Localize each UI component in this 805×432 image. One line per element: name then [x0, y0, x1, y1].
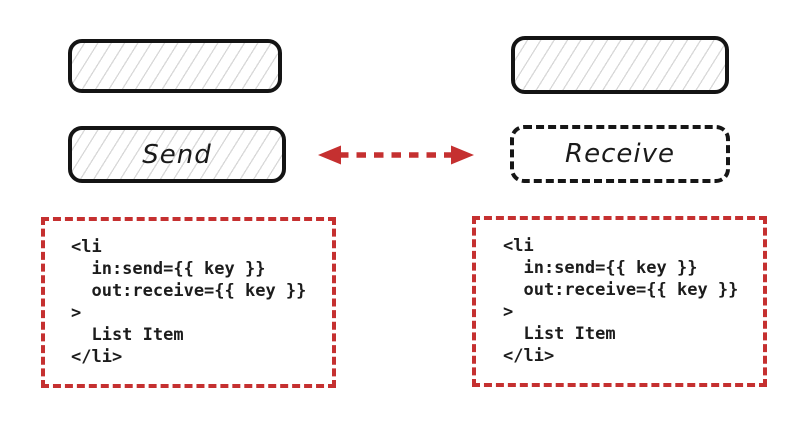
placeholder-box-left [68, 39, 282, 93]
receive-label: Receive [565, 139, 675, 169]
receive-box: Receive [510, 125, 730, 183]
arrow-head-right-icon [451, 145, 474, 165]
code-text-right: <li in:send={{ key }} out:receive={{ key… [503, 236, 739, 366]
placeholder-box-right [511, 36, 729, 94]
arrow-head-left-icon [318, 145, 341, 165]
code-snippet-right: <li in:send={{ key }} out:receive={{ key… [472, 216, 767, 387]
code-text-left: <li in:send={{ key }} out:receive={{ key… [71, 237, 307, 367]
send-box: Send [68, 126, 286, 183]
code-snippet-left: <li in:send={{ key }} out:receive={{ key… [41, 217, 336, 388]
bidirectional-arrow [318, 145, 474, 165]
send-label: Send [142, 139, 212, 170]
